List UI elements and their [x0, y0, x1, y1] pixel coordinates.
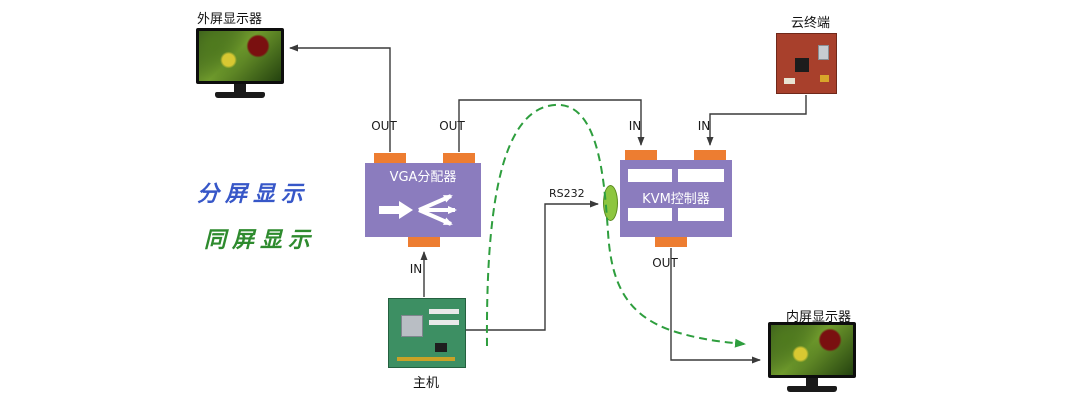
- monitor-base: [215, 92, 265, 98]
- cpu-socket: [401, 315, 423, 337]
- monitor-frame: [196, 28, 284, 84]
- vga-out-right-port: [443, 153, 475, 163]
- kvm-in-right-port: [694, 150, 726, 160]
- split-arrows-icon: [379, 194, 457, 226]
- kvm-slot: [628, 208, 672, 221]
- board-capacitor: [818, 45, 829, 60]
- host-label: 主机: [413, 376, 440, 391]
- kvm-out-bottom-label: OUT: [652, 256, 678, 270]
- line-vga-to-external-monitor: [289, 44, 391, 152]
- memory-slot: [429, 320, 459, 325]
- kvm-slot: [628, 169, 672, 182]
- monitor-screen-image: [199, 31, 281, 81]
- monitor-stand: [806, 378, 818, 386]
- monitor-screen-image: [771, 325, 853, 375]
- vga-splitter-label: VGA分配器: [389, 170, 457, 185]
- kvm-slot: [678, 169, 724, 182]
- monitor-base: [787, 386, 837, 392]
- rs232-connector: [603, 185, 618, 221]
- line-cloud-to-kvm: [706, 95, 807, 146]
- kvm-out-bottom-port: [655, 237, 687, 247]
- vga-out-right-label: OUT: [439, 119, 465, 133]
- legend-split-screen: 分屏显示: [197, 182, 310, 207]
- monitor-frame: [768, 322, 856, 378]
- line-kvm-to-internal-monitor: [670, 248, 761, 364]
- vga-in-bottom-label: IN: [409, 262, 423, 276]
- internal-monitor-label: 内屏显示器: [786, 310, 852, 325]
- board-chip: [795, 58, 809, 72]
- kvm-in-right-label: IN: [697, 119, 711, 133]
- vga-out-left-port: [374, 153, 406, 163]
- external-monitor: [196, 28, 284, 98]
- host-board: [388, 298, 466, 368]
- external-monitor-label: 外屏显示器: [197, 12, 263, 27]
- edge-connector: [397, 357, 455, 361]
- board-detail: [820, 75, 829, 82]
- cloud-terminal-board: [776, 33, 837, 94]
- monitor-stand: [234, 84, 246, 92]
- vga-splitter-box: VGA分配器: [365, 163, 481, 237]
- kvm-in-left-port: [625, 150, 657, 160]
- line-host-rs232-to-kvm: [466, 200, 599, 331]
- memory-slot: [429, 309, 459, 314]
- board-detail: [784, 78, 795, 84]
- kvm-controller-label: KVM控制器: [642, 192, 710, 207]
- kvm-slot: [678, 208, 724, 221]
- board-chip: [435, 343, 447, 352]
- vga-out-left-label: OUT: [371, 119, 397, 133]
- rs232-label: RS232: [549, 187, 585, 200]
- cloud-terminal-label: 云终端: [791, 16, 831, 31]
- kvm-controller-box: KVM控制器: [620, 160, 732, 237]
- line-vga-to-kvm: [458, 99, 645, 152]
- internal-monitor: [768, 322, 856, 392]
- kvm-in-left-label: IN: [628, 119, 642, 133]
- vga-in-bottom-port: [408, 237, 440, 247]
- legend-same-screen: 同屏显示: [204, 228, 317, 253]
